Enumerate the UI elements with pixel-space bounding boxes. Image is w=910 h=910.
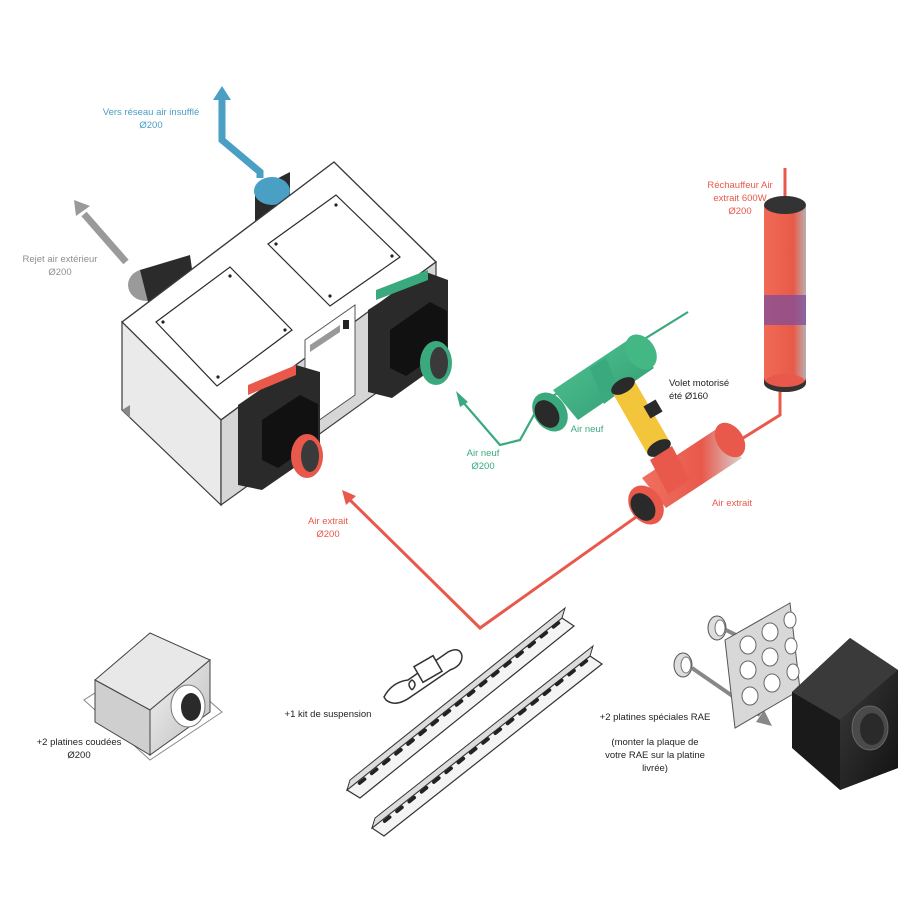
outdoor-label-line2: Ø200 — [48, 267, 71, 278]
fresh-arrow-label-line2: Ø200 — [471, 461, 494, 472]
rae-label-line1: +2 platines spéciales RAE — [600, 712, 711, 723]
rail-slot — [491, 669, 500, 678]
rail-slots — [357, 621, 589, 823]
rail-slot — [419, 786, 429, 794]
rail-slot — [478, 679, 488, 688]
rail-slot — [468, 746, 478, 755]
rail-slot — [369, 767, 379, 776]
rail-slot — [530, 698, 539, 706]
rail-slot — [456, 756, 466, 765]
extract-arrow-label-line1: Air extrait — [308, 516, 348, 527]
fresh-arrow-label-line1: Air neuf — [467, 448, 500, 459]
suspension-kit — [345, 606, 604, 837]
suspension-label: +1 kit de suspension — [285, 709, 372, 720]
fresh-port — [368, 270, 452, 398]
heater-label-line2: extrait 600W — [713, 193, 766, 204]
heater-label-line1: Réchauffeur Air — [707, 180, 772, 191]
rail-slot — [518, 707, 527, 716]
extract-heater — [764, 196, 806, 392]
rae-label-line4: livrée) — [642, 763, 668, 774]
outdoor-spigot — [128, 255, 195, 310]
rail-slot — [554, 678, 564, 687]
rail-slot — [493, 727, 503, 736]
elbow-plate — [83, 632, 223, 761]
extract-port — [238, 365, 323, 490]
rail-slot — [357, 777, 367, 785]
rail-lower — [370, 644, 604, 837]
elbow-plates-label-line1: +2 platines coudées — [37, 737, 122, 748]
elbow-plates-label-line2: Ø200 — [67, 750, 90, 761]
rail-slot — [481, 737, 490, 745]
rail-upper — [345, 606, 576, 799]
rail-slot — [430, 718, 440, 727]
rail-slot — [454, 699, 464, 707]
ventilation-unit — [120, 161, 452, 507]
rail-slot — [466, 689, 476, 698]
rail-slot — [418, 728, 427, 737]
rae-label-line2: (monter la plaque de — [611, 737, 698, 748]
top-panel-right — [267, 194, 401, 307]
damper-label-line1: Volet motorisé — [669, 378, 729, 389]
rail-slot — [542, 688, 552, 696]
rail-slot — [505, 717, 515, 726]
rail-slot — [579, 659, 589, 667]
rail-slot — [432, 776, 441, 784]
rail-slot — [407, 795, 417, 804]
rail-slot — [527, 640, 536, 649]
supply-label-line2: Ø200 — [139, 120, 162, 131]
rail-slot — [394, 748, 403, 756]
rail-slot — [382, 815, 392, 823]
top-panel-left — [155, 266, 293, 387]
outdoor-label-line1: Rejet air extérieur — [23, 254, 98, 265]
supply-label-line1: Vers réseau air insufflé — [103, 107, 199, 118]
outdoor-arrow — [74, 200, 129, 265]
heater-label-line3: Ø200 — [728, 206, 751, 217]
rail-slot — [503, 660, 512, 668]
rail-slot — [515, 650, 524, 658]
rail-slot — [442, 708, 452, 717]
rail-slot — [406, 738, 415, 746]
supply-arrow — [213, 86, 264, 178]
rail-slot — [551, 621, 561, 629]
rail-slot — [382, 757, 391, 766]
rae-plate — [673, 602, 898, 790]
extract-arrow-label-line2: Ø200 — [316, 529, 339, 540]
rail-slot — [539, 630, 549, 639]
extract-tee-label: Air extrait — [712, 498, 752, 509]
rail-slot — [395, 805, 404, 814]
extract-tee — [628, 422, 746, 525]
hook — [383, 649, 463, 704]
summer-damper — [611, 377, 671, 457]
rail-slot — [444, 766, 453, 775]
rae-box — [792, 638, 898, 790]
rail-slot — [567, 668, 576, 677]
rae-label-line3: votre RAE sur la platine — [605, 750, 705, 761]
fresh-tee-label: Air neuf — [571, 424, 604, 435]
damper-label-line2: été Ø160 — [669, 391, 708, 402]
